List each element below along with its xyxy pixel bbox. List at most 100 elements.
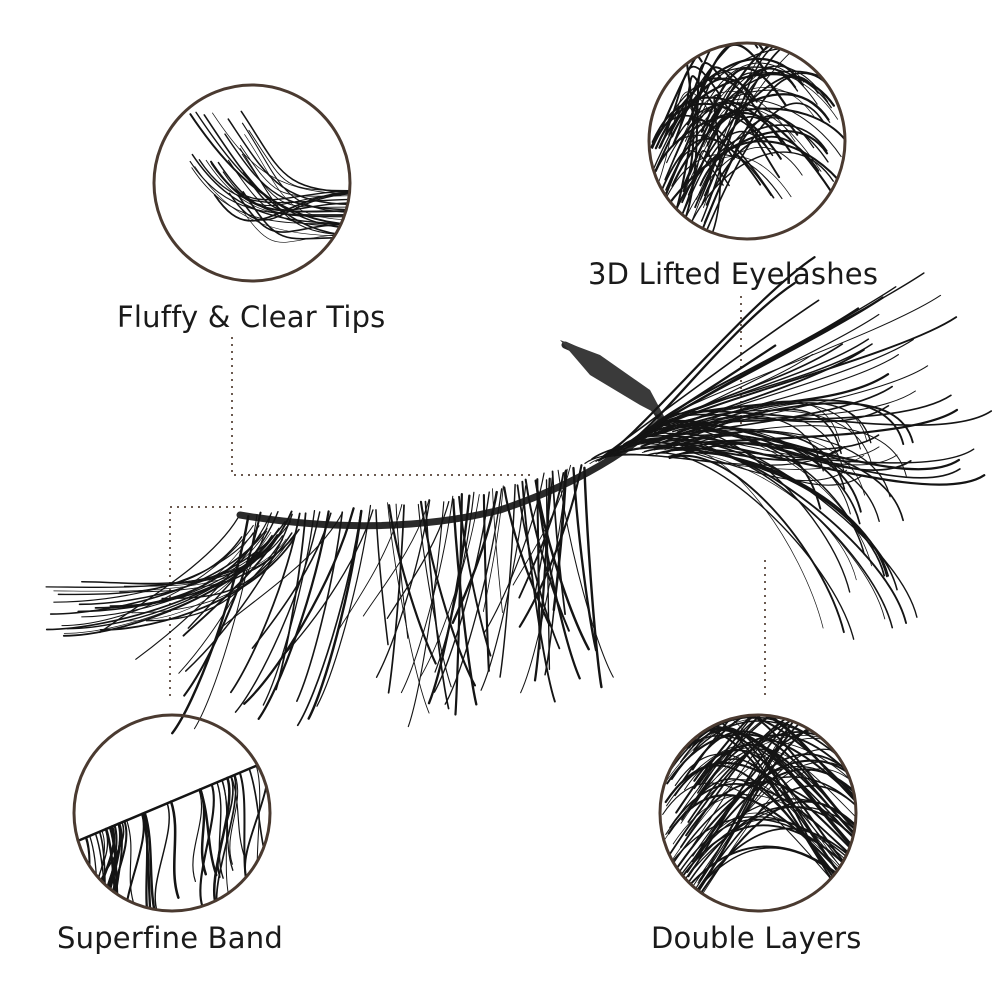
lash-hair [66,534,273,630]
lash-hair [641,448,857,581]
lash-hair [705,72,839,124]
lash-hair [674,105,772,157]
lash-hair [99,538,295,631]
lash-hair [672,102,829,163]
lash-hair [645,428,866,496]
lash-hair [663,806,856,909]
lash-hair [216,781,224,879]
lash-hair [234,511,321,713]
lash-hair [624,313,880,450]
feature-label-fluffy-tips: Fluffy & Clear Tips [117,300,386,334]
lash-hair [654,423,861,525]
lash-hair [686,768,856,873]
lash-hair [677,413,845,474]
lash-hair [191,153,350,225]
lash-hair [697,715,856,884]
lash-band-tip [560,340,665,418]
lash-hair [78,520,286,606]
lash-hair [533,477,553,598]
lash-hair [646,452,855,640]
lash-hair [665,759,856,885]
lash-hair [213,776,231,907]
lash-hair [675,447,894,629]
lash-hair [241,153,350,208]
lash-hair [205,159,350,218]
lash-hair [591,385,893,460]
lash-hair [709,94,732,239]
lash-hair [665,442,904,522]
lash-hair [387,502,430,714]
lash-hair [131,537,292,614]
double-layers-closeup [660,715,856,911]
lash-hair [499,483,516,678]
lash-hair [644,402,861,450]
lash-hair [595,365,929,462]
lash-hair [632,353,814,442]
lash-hair [693,715,856,900]
lash-hair [601,299,820,458]
lash-hair [616,344,777,452]
lash-hair [154,802,170,911]
lash-hair [627,281,796,445]
lash-hair [693,748,856,882]
lash-hair [229,774,239,865]
lash-hair [675,130,774,230]
lash-hair [61,524,254,627]
lash-hair [63,534,278,634]
lash-hair [683,43,814,186]
lash-hair [682,69,753,153]
lash-hair [677,818,856,881]
lifted-lashes-closeup [649,43,845,239]
lash-hair [661,43,764,128]
lash-hair [684,827,856,909]
lash-hair [536,478,541,650]
feature-label-3d-lifted: 3D Lifted Eyelashes [588,257,879,291]
lash-hair [701,102,781,179]
lash-hair [316,504,372,707]
lash-hair [221,779,234,871]
lash-hair [111,822,123,911]
lash-hair [241,122,350,214]
lash-hair [492,488,503,614]
lash-hair [444,488,503,705]
lash-hair [698,715,856,882]
lash-hair [169,800,180,899]
lash-hair [676,715,856,836]
lash-hair [198,159,350,204]
lash-hair [572,466,598,652]
lash-hair [230,775,246,859]
leader-line-band [169,506,242,700]
lash-hair [178,514,272,674]
lash-hair [99,517,239,634]
detail-circle-lifted [647,41,847,241]
lash-hair [687,67,797,196]
lash-hair [296,511,344,702]
lash-hair [534,479,590,651]
lash-hair [503,486,551,627]
lash-hair [62,531,282,637]
lash-hair [124,812,145,911]
lash-hair [583,466,603,689]
lash-hair [679,146,803,232]
lash-hair [143,811,159,911]
lash-hair [516,484,561,650]
lash-hair [257,510,330,720]
lash-hair [706,111,833,194]
lash-hair [668,455,845,634]
lash-hair [183,511,262,697]
leader-line-fluffy [231,337,535,476]
lash-hair [665,443,908,625]
lash-hair [693,812,856,889]
lash-hair [698,748,856,822]
lash-hair [417,503,452,688]
lash-hair [77,528,300,613]
main-lash-hairs [45,256,993,735]
lash-hair [660,816,856,878]
lash-hair [651,400,841,443]
lash-hair [545,479,551,671]
lash-hair [386,500,450,619]
lash-hair [375,509,389,646]
lash-hair [521,480,556,703]
lash-hair [248,129,350,191]
